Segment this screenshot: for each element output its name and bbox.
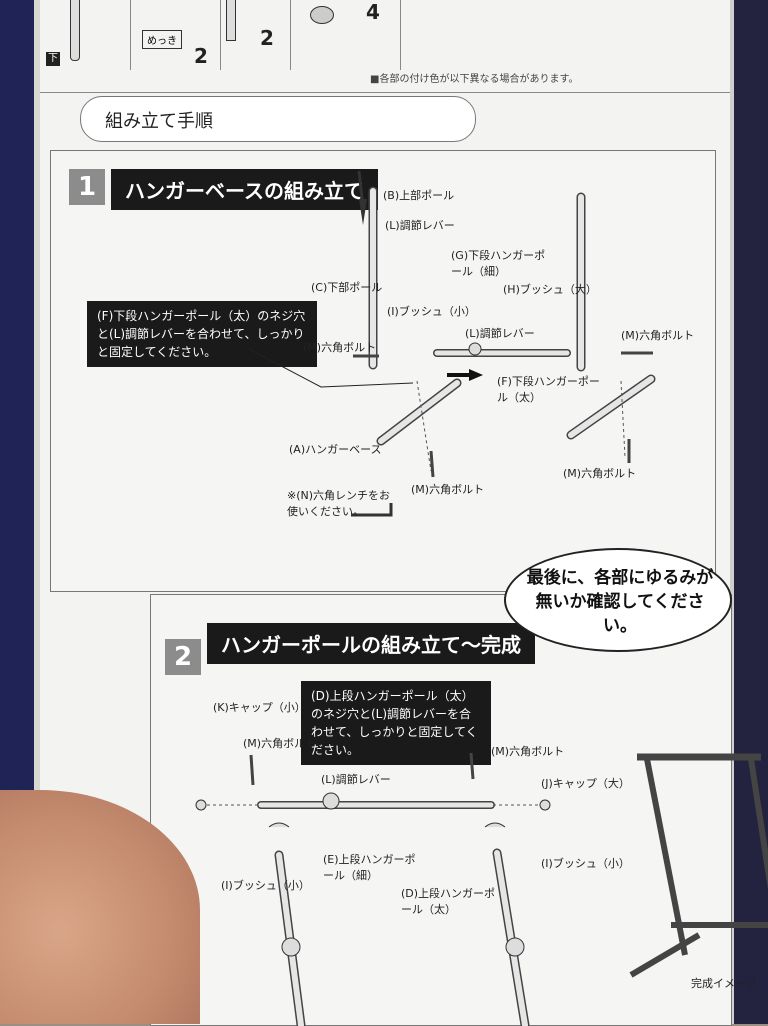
cap-part-icon xyxy=(310,6,334,24)
pole-part-icon xyxy=(226,0,236,41)
cap-small-icon xyxy=(195,799,207,811)
check-bubble-text: 最後に、各部にゆるみが無いか確認してください。 xyxy=(526,568,714,636)
label-adjust-lever: (L)調節レバー xyxy=(385,219,455,232)
label-hex-bolt: (M)六角ボルト xyxy=(491,745,565,758)
bush-small-icon xyxy=(484,822,506,828)
adjust-lever-icon xyxy=(281,937,301,957)
dashed-guide xyxy=(416,380,432,472)
adjust-lever-icon xyxy=(505,937,525,957)
label-bush-small: (I)ブッシュ（小） xyxy=(541,857,630,870)
label-hex-bolt: (M)六角ボルト xyxy=(563,467,637,480)
label-adjust-lever: (L)調節レバー xyxy=(321,773,391,786)
step-1-number: 1 xyxy=(69,169,105,205)
step-2-panel: 2 ハンガーポールの組み立て〜完成 (D)上段ハンガーポール（太）のネジ穴と(L… xyxy=(150,594,768,1026)
step-2-diagram xyxy=(195,752,768,1026)
label-bush-large: (H)ブッシュ（大） xyxy=(503,283,597,296)
label-upper-hanger-thick: (D)上段ハンガーポール（太） xyxy=(401,887,496,916)
parts-list-row: 下 めっき 2 2 4 ■各部の付け色が以下異なる場合があります。 xyxy=(40,0,730,93)
right-arrow-icon xyxy=(469,369,483,381)
left-base-fill xyxy=(378,380,460,444)
step-2-title: ハンガーポールの組み立て〜完成 xyxy=(207,623,535,664)
label-lower-hanger-thin: (G)下段ハンガーポール（細） xyxy=(451,249,546,278)
step-1-title: ハンガーベースの組み立て xyxy=(111,169,378,210)
hex-bolt-icon xyxy=(429,450,435,478)
label-bush-small: (I)ブッシュ（小） xyxy=(387,305,476,318)
qty-value: 4 xyxy=(366,0,380,24)
down-arrow-shaft xyxy=(357,170,365,208)
label-hex-bolt: (M)六角ボルト xyxy=(411,483,485,496)
bush-small-icon xyxy=(268,822,290,828)
parts-footnote: ■各部の付け色が以下異なる場合があります。 xyxy=(370,74,579,85)
instruction-sheet: 下 めっき 2 2 4 ■各部の付け色が以下異なる場合があります。 組み立て手順… xyxy=(34,0,768,1026)
parts-cell: 4 xyxy=(290,0,401,70)
finished-right-leg xyxy=(748,758,768,890)
hex-bolt-icon xyxy=(469,752,475,780)
label-finished-image: 完成イメージ xyxy=(691,977,757,990)
check-bubble xyxy=(504,548,732,652)
pole-part-icon xyxy=(70,0,80,61)
label-bush-small: (I)ブッシュ（小） xyxy=(221,879,310,892)
qty-value: 2 xyxy=(260,26,274,50)
label-adjust-lever-mid: (L)調節レバー xyxy=(465,327,535,340)
step-2-note: (D)上段ハンガーポール（太）のネジ穴と(L)調節レバーを合わせて、しっかりと固… xyxy=(301,681,491,765)
section-title: 組み立て手順 xyxy=(105,111,213,132)
section-title-tag: 組み立て手順 xyxy=(80,96,476,142)
step-1-diagram xyxy=(248,170,656,517)
label-lower-hanger-thick: (F)下段ハンガーポール（太） xyxy=(497,375,600,404)
parts-cell: 2 xyxy=(220,0,291,70)
label-hex-bolt: (M)六角ボルト xyxy=(243,737,317,750)
label-cap-small: (K)キャップ（小） xyxy=(213,701,306,714)
right-base-fill xyxy=(568,376,654,438)
down-arrow-icon xyxy=(359,199,367,225)
parts-cell: めっき 2 xyxy=(130,0,221,70)
step-1-note: (F)下段ハンガーポール（太）のネジ穴と(L)調節レバーを合わせて、しっかりと固… xyxy=(87,301,317,367)
label-hex-bolt: (M)六角ボルト xyxy=(303,341,377,354)
label-upper-hanger-thin: (E)上段ハンガーポール（細） xyxy=(323,853,416,882)
note-leader-line xyxy=(248,348,414,388)
step-1-panel: 1 ハンガーベースの組み立て (F)下段ハンガーポール（太）のネジ穴と(L)調節… xyxy=(50,150,716,592)
hex-bolt-icon xyxy=(249,754,255,786)
shita-marker: 下 xyxy=(46,52,60,66)
label-hanger-base: (A)ハンガーベース xyxy=(289,443,382,456)
hex-wrench-icon xyxy=(351,503,393,517)
cap-large-icon xyxy=(539,799,551,811)
label-lower-pole: (C)下部ポール xyxy=(311,281,383,294)
label-hex-bolt: (M)六角ボルト xyxy=(621,329,695,342)
parts-cell: 下 xyxy=(40,0,131,70)
qty-value: 2 xyxy=(194,44,208,68)
step-2-number: 2 xyxy=(165,639,201,675)
label-hex-wrench-note: ※(N)六角レンチをお使いください。 xyxy=(287,489,391,518)
adjust-lever-icon xyxy=(468,342,482,356)
adjust-lever-icon xyxy=(322,792,340,810)
label-upper-pole: (B)上部ポール xyxy=(383,189,455,202)
finished-base xyxy=(629,932,701,978)
label-cap-large: (J)キャップ（大） xyxy=(541,777,630,790)
mekki-label: めっき xyxy=(142,30,182,49)
dashed-guide xyxy=(620,380,626,458)
